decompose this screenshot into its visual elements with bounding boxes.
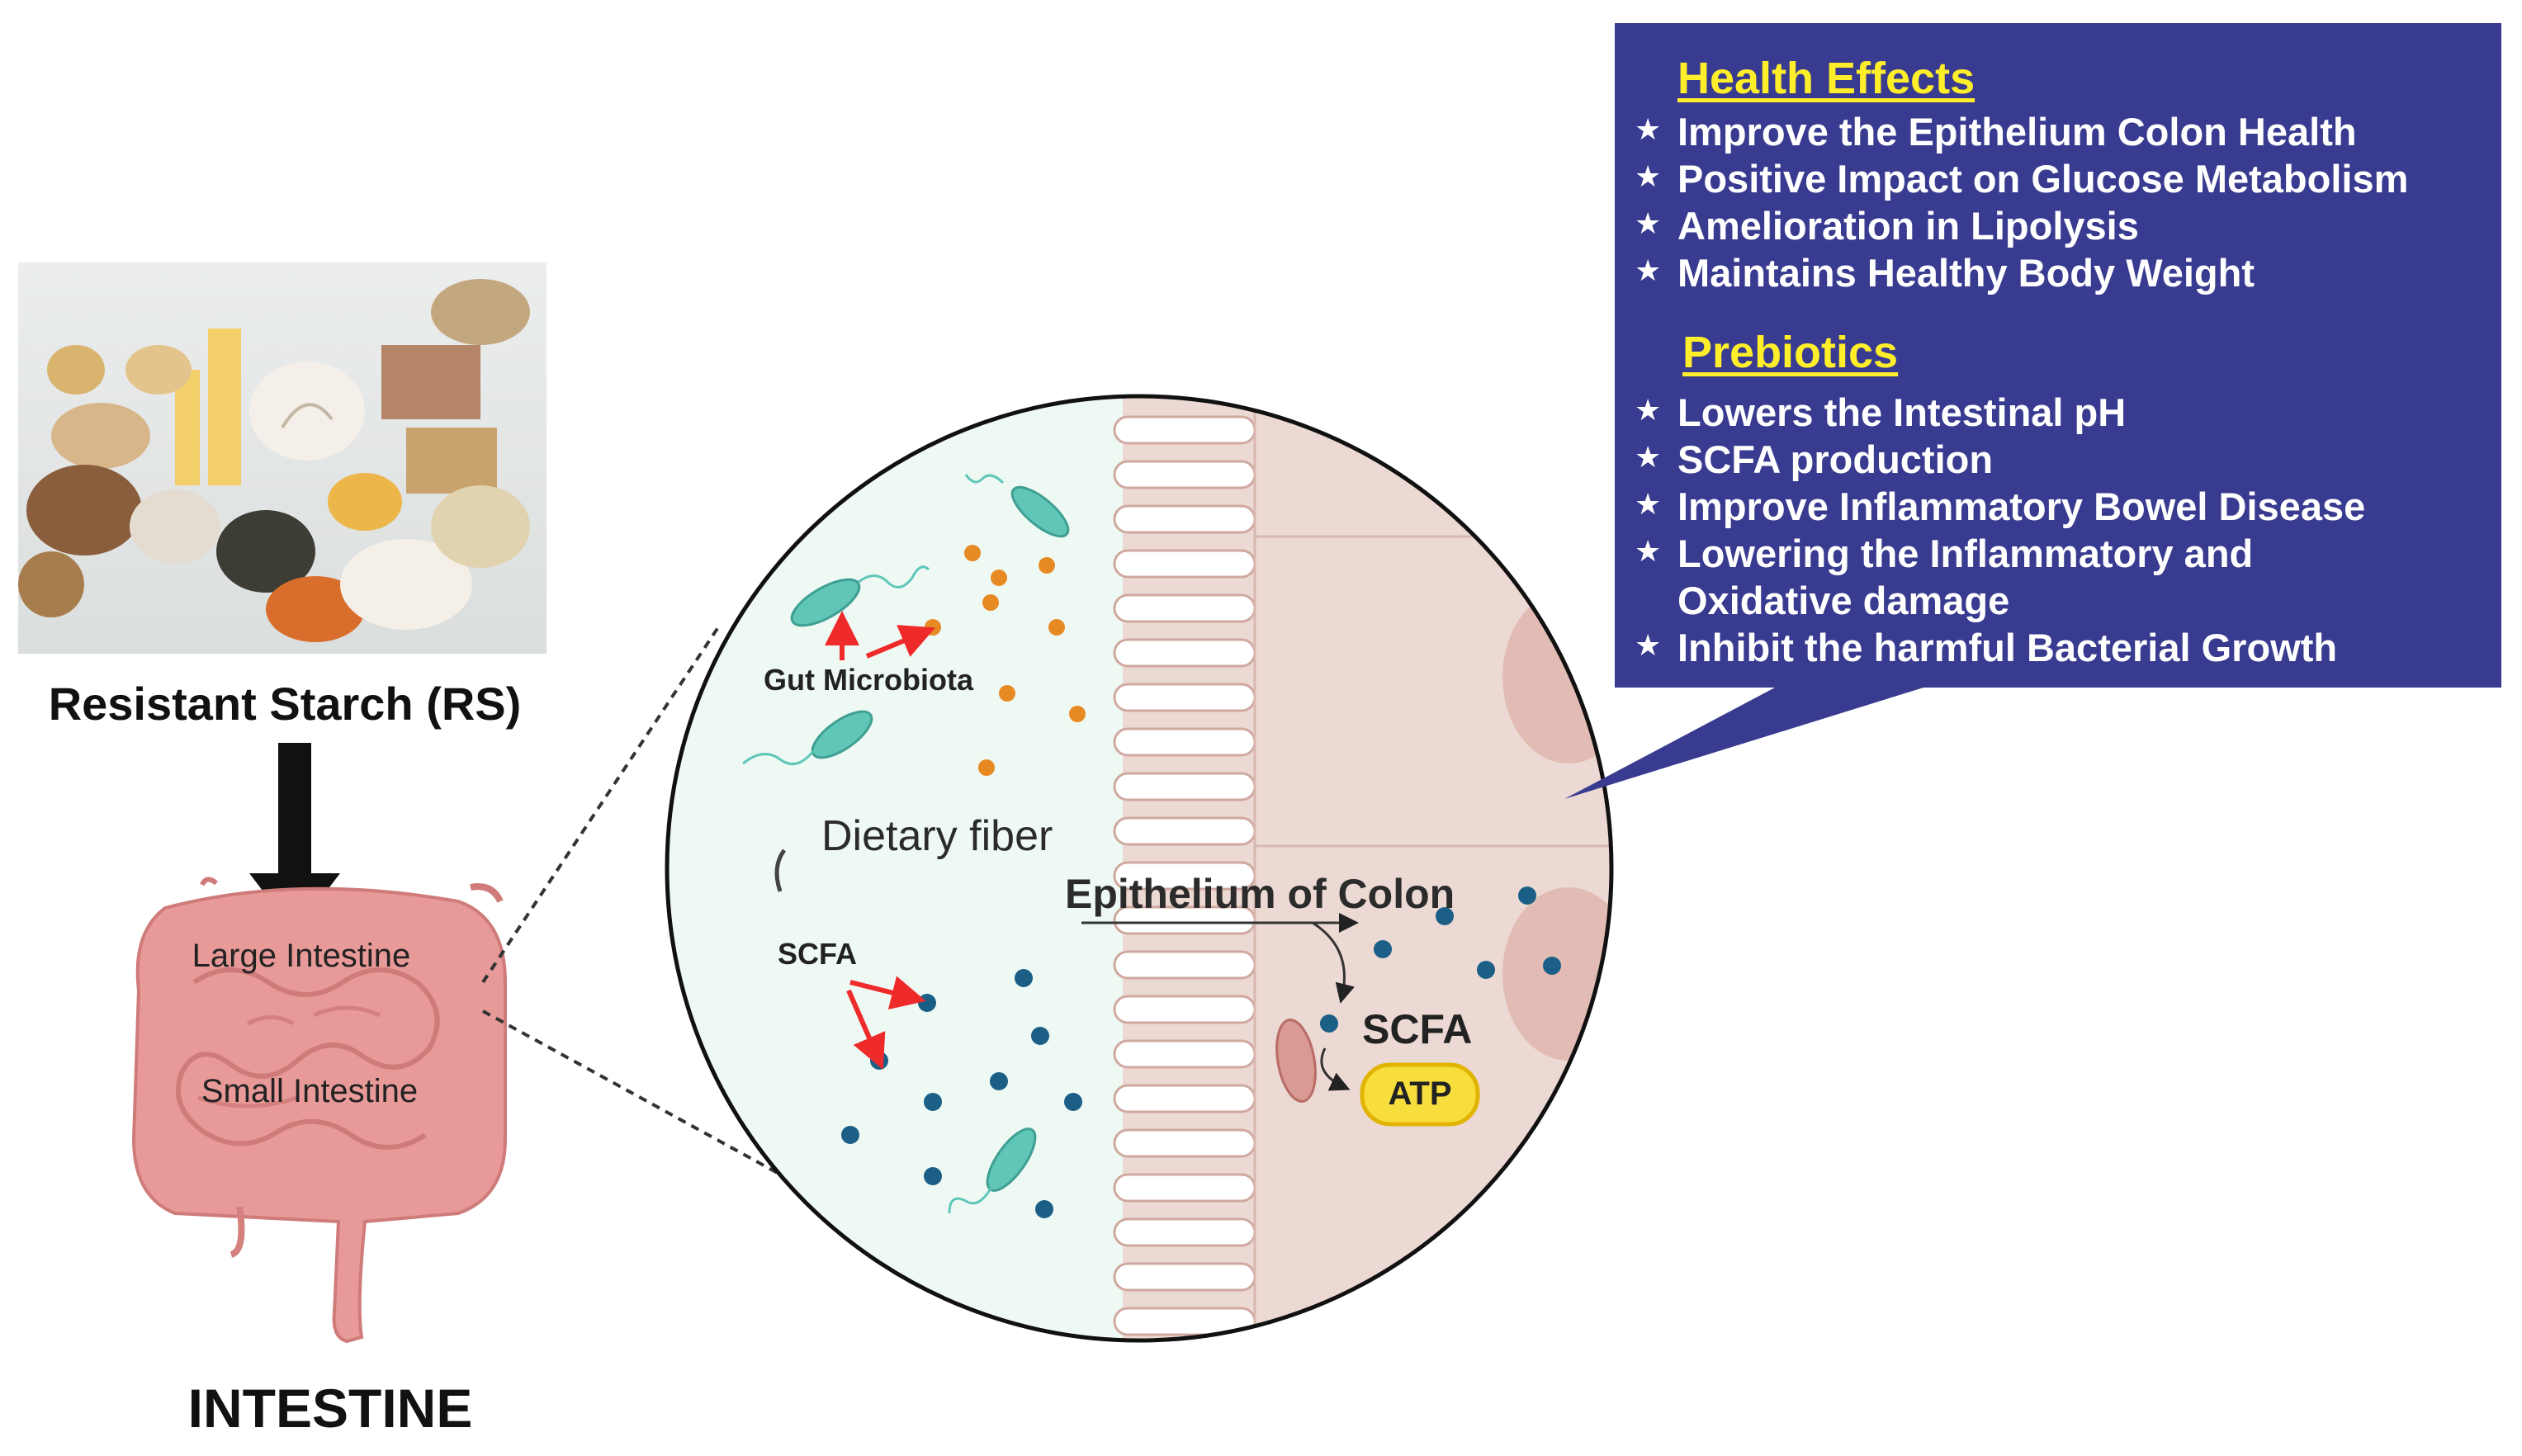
zoom-circle: Gut Microbiota Dietary fiber SCFA Epithe… [665,394,1614,1343]
resistant-starch-label: Resistant Starch (RS) [48,678,522,730]
star-bullet-icon: ★ [1635,206,1662,240]
star-bullet-icon: ★ [1635,440,1662,474]
bacteria [790,485,1070,1192]
fiber-particle [1069,706,1086,722]
fiber-particle [925,619,941,636]
scfa-lumen-label: SCFA [778,937,857,971]
scfa-cell-label: SCFA [1362,1006,1472,1052]
villi-tips [1113,415,1256,1336]
villus [1113,683,1256,712]
scfa-particle [1031,1027,1049,1045]
scfa-particle [841,1126,859,1144]
villus [1113,549,1256,579]
callout-pointer [1564,688,1923,799]
star-bullet-icon: ★ [1635,253,1662,287]
scfa-particle [918,994,936,1012]
intestine-title: INTESTINE [187,1378,473,1439]
villus [1113,727,1256,757]
callout-list-item: Improve Inflammatory Bowel Disease [1677,485,2366,528]
villus [1113,816,1256,846]
villus [1113,504,1256,534]
star-bullet-icon: ★ [1635,628,1662,662]
villus [1113,415,1256,445]
star-bullet-icon: ★ [1635,487,1662,521]
large-intestine-label: Large Intestine [192,938,411,974]
scfa-particle [924,1167,942,1185]
scfa-particle [1035,1200,1053,1218]
callout-list-item: Positive Impact on Glucose Metabolism [1677,157,2409,201]
scfa-particle [1015,969,1033,987]
villus [1113,593,1256,623]
fiber-dots [925,545,1086,776]
scfa-particle [1518,886,1536,905]
fiber-particle [1039,557,1055,574]
atp-badge [1360,1062,1480,1127]
villus [1113,1217,1256,1247]
scfa-particle [1320,1014,1338,1033]
callout-list-item: Inhibit the harmful Bacterial Growth [1677,626,2338,669]
villus [1113,950,1256,980]
callout-list-item: Oxidative damage [1677,579,2010,622]
fiber-particle [999,685,1015,702]
star-bullet-icon: ★ [1635,534,1662,568]
callout-list-item: Amelioration in Lipolysis [1677,204,2139,248]
resistant-starch-food-photo [18,262,547,654]
villus [1113,995,1256,1024]
fiber-particle [964,545,981,561]
health-effects-callout: Health Effects ★ Improve the Epithelium C… [1615,23,2501,688]
villus [1113,1262,1256,1292]
star-bullet-icon: ★ [1635,112,1662,146]
fiber-particle [978,759,995,776]
health-effects-heading: Health Effects [1677,54,1975,103]
scfa-particle [924,1093,942,1111]
atp-label: ATP [1388,1075,1451,1112]
callout-list-item: SCFA production [1677,437,1994,481]
mitochondrion [1275,1019,1317,1103]
epithelium-label: Epithelium of Colon [1065,871,1455,917]
intestine-illustration [131,877,507,1344]
villus [1113,1173,1256,1203]
villus [1113,1039,1256,1069]
fiber-particle [1048,619,1065,636]
villus [1113,1128,1256,1158]
scfa-particle [990,1072,1008,1090]
callout-list-item: Lowering the Inflammatory and [1677,532,2254,575]
dietary-fiber-label: Dietary fiber [821,812,1053,860]
gut-microbiota-label: Gut Microbiota [764,663,974,697]
callout-list-item: Maintains Healthy Body Weight [1677,251,2255,295]
small-intestine-label: Small Intestine [201,1073,419,1109]
villus [1113,460,1256,489]
fiber-particle [991,570,1007,586]
fiber-particle [982,594,999,611]
scfa-particle [1064,1093,1082,1111]
prebiotics-heading: Prebiotics [1682,328,1899,377]
scfa-particle [1374,940,1392,958]
callout-list-item: Improve the Epithelium Colon Health [1677,110,2357,154]
villus [1113,638,1256,668]
fiber-strand [774,849,787,892]
villus [1113,772,1256,801]
callout-list-item: Lowers the Intestinal pH [1677,390,2127,434]
scfa-particle [1477,961,1495,979]
scfa-particle [1436,907,1454,925]
villus [1113,1084,1256,1113]
star-bullet-icon: ★ [1635,393,1662,427]
red-arrows [825,611,936,1071]
scfa-particle [1543,957,1561,975]
star-bullet-icon: ★ [1635,159,1662,193]
